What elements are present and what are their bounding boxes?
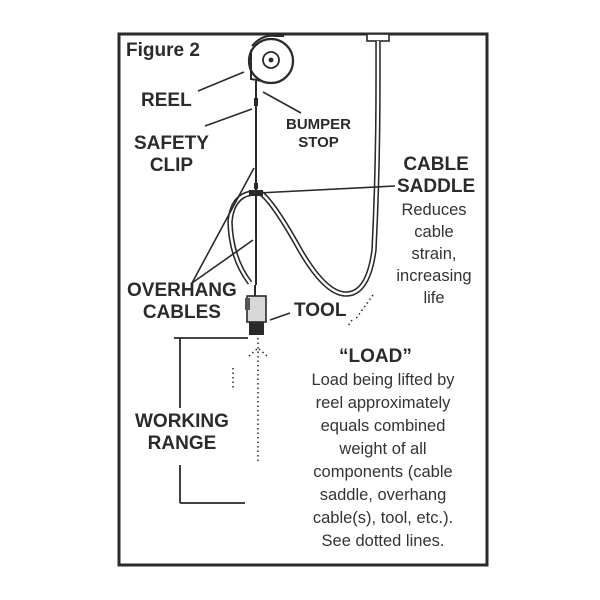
label-bumper-stop: BUMPER STOP [286,116,351,152]
label-overhang-cables-line1: OVERHANG [127,280,237,301]
cable-saddle-note-line: life [423,289,445,307]
label-cable-saddle: CABLE SADDLE [397,154,475,198]
cable-saddle-note-line: Reduces [401,201,467,219]
label-cable-saddle-line1: CABLE [403,154,469,175]
working-range-bracket [174,337,248,504]
cable-saddle-note: Reduces cable strain, increasing life [386,199,482,309]
safety-clip-icon [254,183,258,189]
figure-title: Figure 2 [126,40,200,61]
load-note-line: components (cable [313,463,453,481]
load-note: Load being lifted by reel approximately … [285,369,481,553]
label-cable-saddle-line2: SADDLE [397,176,476,197]
load-note-line: See dotted lines. [321,532,445,550]
load-note-line: cable(s), tool, etc.). [312,509,454,527]
cable-saddle-icon [249,190,263,196]
label-bumper-stop-line2: STOP [298,134,339,151]
label-overhang-cables-line2: CABLES [142,302,221,323]
load-dotted-lines [232,294,374,462]
load-note-line: Load being lifted by [311,371,455,389]
label-safety-clip-line2: CLIP [149,155,194,176]
cable-saddle-note-line: increasing [396,267,472,285]
cable-saddle-note-line: cable [414,223,454,241]
label-safety-clip: SAFETY CLIP [134,133,209,177]
leader-lines [191,71,396,321]
label-bumper-stop-line1: BUMPER [286,116,352,133]
label-reel: REEL [141,90,192,111]
cable-saddle-note-line: strain, [411,245,457,263]
label-working-range: WORKING RANGE [135,411,229,455]
load-note-line: saddle, overhang [319,486,447,504]
tool-icon [245,285,267,335]
label-working-range-line2: RANGE [147,433,217,454]
label-tool: TOOL [294,300,347,321]
label-overhang-cables: OVERHANG CABLES [127,280,237,324]
figure-frame [117,32,489,567]
ceiling-anchor-icon [366,33,390,42]
reel-icon [247,34,295,85]
label-working-range-line1: WORKING [135,411,229,432]
load-note-line: reel approximately [315,394,451,412]
label-load-title: “LOAD” [339,346,412,367]
bumper-stop-icon [254,98,258,106]
label-safety-clip-line1: SAFETY [134,133,209,154]
load-note-line: weight of all [339,440,427,458]
load-note-line: equals combined [320,417,446,435]
